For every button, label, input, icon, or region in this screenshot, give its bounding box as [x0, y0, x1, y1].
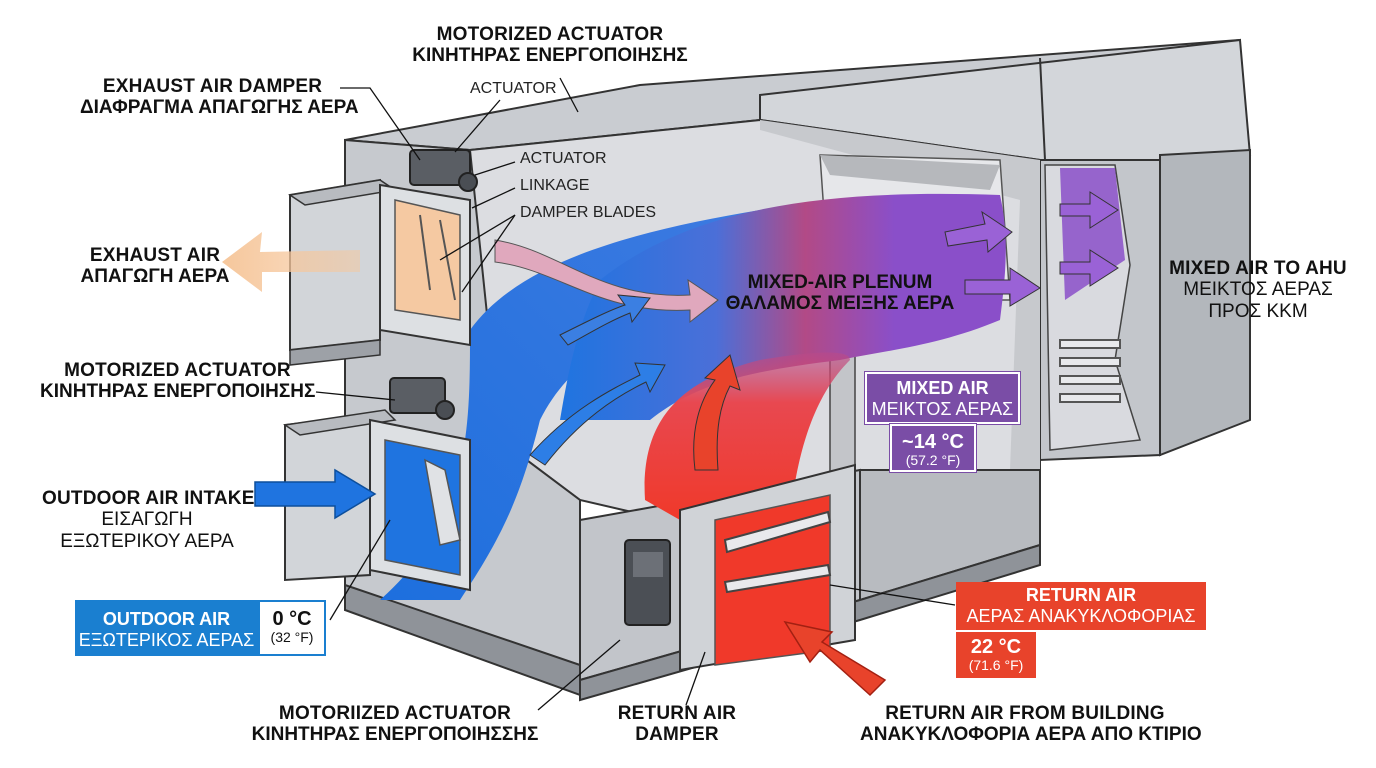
- cold-flow-arrow-2: [559, 294, 651, 346]
- exhaust-air-gr: ΑΠΑΓΩΓΗ ΑΕΡΑ: [80, 266, 230, 288]
- outdoor-air-gr: ΕΞΩΤΕΡΙΚΟΣ ΑΕΡΑΣ: [78, 629, 255, 650]
- bottom-actuator-en: MOTORIIZED ACTUATOR: [278, 703, 512, 724]
- hot-air-stream: [644, 352, 850, 520]
- return-building-en: RETURN AIR FROM BUILDING: [885, 703, 1165, 724]
- intake-actuator: [389, 377, 455, 420]
- outdoor-intake-label: OUTDOOR AIR INTAKE ΕΙΣΑΓΩΓΗ ΕΞΩΤΕΡΙΚΟΥ Α…: [42, 488, 255, 552]
- return-inlet-arrow: [783, 620, 887, 697]
- mixed-to-ahu-en: MIXED AIR TO AHU: [1169, 258, 1347, 279]
- outdoor-temp-box: 0 °C (32 °F): [258, 600, 326, 656]
- mixed-air-box: MIXED AIR ΜΕΙΚΤΟΣ ΑΕΡΑΣ: [864, 371, 1021, 425]
- plenum-en: MIXED-AIR PLENUM: [747, 272, 933, 293]
- mixed-temp-f: (57.2 °F): [905, 452, 961, 468]
- actuator-label: ACTUATOR: [520, 150, 607, 167]
- outdoor-temp: 0 °C: [272, 608, 312, 630]
- return-air-en: RETURN AIR: [1025, 585, 1137, 605]
- return-air-box: RETURN AIR ΑΕΡΑΣ ΑΝΑΚΥΚΛΟΦΟΡΙΑΣ: [956, 582, 1206, 630]
- exhaust-arrow: [222, 232, 360, 292]
- intake-arrow: [254, 468, 377, 520]
- exhaust-air-label: EXHAUST AIR ΑΠΑΓΩΓΗ ΑΕΡΑ: [80, 245, 230, 288]
- outdoor-intake-gr1: ΕΙΣΑΓΩΓΗ: [101, 509, 193, 531]
- exhaust-air-en: EXHAUST AIR: [89, 245, 221, 266]
- outdoor-air-en: OUTDOOR AIR: [102, 609, 231, 629]
- plenum-gr: ΘΑΛΑΜΟΣ ΜΕΙΞΗΣ ΑΕΡΑ: [725, 293, 955, 315]
- outdoor-temp-f: (32 °F): [270, 629, 314, 645]
- exhaust-damper-en: EXHAUST AIR DAMPER: [102, 76, 323, 97]
- return-damper-frame: [624, 463, 856, 672]
- exhaust-damper-gr: ΔΙΑΦΡΑΓΜΑ ΑΠΑΓΩΓΗΣ ΑΕΡΑ: [80, 97, 359, 119]
- return-temp-box: 22 °C (71.6 °F): [956, 632, 1036, 678]
- hot-flow-arrow: [693, 354, 741, 471]
- return-temp: 22 °C: [970, 636, 1022, 658]
- mixed-to-ahu-label: MIXED AIR TO AHU ΜΕΙΚΤΟΣ ΑΕΡΑΣ ΠΡΟΣ ΚΚΜ: [1168, 258, 1348, 322]
- bottom-actuator-gr: ΚΙΝΗΤΗΡΑΣ ΕΝΕΡΓΟΠΟΙΗΣΣΗΣ: [251, 724, 539, 746]
- mid-actuator-en: MOTORIZED ACTUATOR: [64, 360, 291, 381]
- actuator-top-label: ACTUATOR: [470, 80, 557, 97]
- return-air-gr: ΑΕΡΑΣ ΑΝΑΚΥΚΛΟΦΟΡΙΑΣ: [966, 605, 1196, 626]
- bottom-actuator-label: MOTORIIZED ACTUATOR ΚΙΝΗΤΗΡΑΣ ΕΝΕΡΓΟΠΟΙΗ…: [250, 703, 540, 746]
- return-building-gr: ΑΝΑΚΥΚΛΟΦΟΡΙΑ ΑΕΡΑ ΑΠΟ ΚΤΙΡΙΟ: [860, 724, 1202, 746]
- mixed-air-gr: ΜΕΙΚΤΟΣ ΑΕΡΑΣ: [871, 398, 1014, 419]
- mixed-air-stream: [560, 193, 1006, 420]
- mid-actuator-gr: ΚΙΝΗΤΗΡΑΣ ΕΝΕΡΓΟΠΟΙΗΣΗΣ: [40, 381, 316, 403]
- leader-lines: [315, 77, 956, 711]
- linkage-label: LINKAGE: [520, 177, 590, 194]
- casing-roof: [344, 38, 1252, 161]
- return-building-label: RETURN AIR FROM BUILDING ΑΝΑΚΥΚΛΟΦΟΡΙΑ Α…: [860, 703, 1202, 746]
- damper-blades-label: DAMPER BLADES: [520, 204, 657, 221]
- plenum-label: MIXED-AIR PLENUM ΘΑΛΑΜΟΣ ΜΕΙΞΗΣ ΑΕΡΑ: [715, 272, 965, 315]
- top-actuator-gr: ΚΙΝΗΤΗΡΑΣ ΕΝΕΡΓΟΠΟΙΗΣΗΣ: [412, 45, 688, 67]
- return-damper-label: RETURN AIR DAMPER: [612, 703, 742, 746]
- cold-flow-arrow-1: [529, 362, 666, 466]
- exhaust-duct: [288, 178, 471, 366]
- mixed-air-en: MIXED AIR: [896, 378, 989, 398]
- outdoor-intake-gr2: ΕΞΩΤΕΡΙΚΟΥ ΑΕΡΑ: [60, 530, 234, 552]
- return-temp-f: (71.6 °F): [968, 657, 1024, 673]
- return-damper-en1: RETURN AIR: [617, 703, 737, 724]
- mid-actuator-label: MOTORIZED ACTUATOR ΚΙΝΗΤΗΡΑΣ ΕΝΕΡΓΟΠΟΙΗΣ…: [40, 360, 315, 403]
- exhaust-flow-arrow: [494, 239, 719, 324]
- exhaust-actuator: [409, 149, 478, 192]
- top-actuator-en: MOTORIZED ACTUATOR: [436, 24, 664, 45]
- mixed-to-ahu-gr2: ΠΡΟΣ ΚΚΜ: [1208, 300, 1308, 322]
- top-actuator-label: MOTORIZED ACTUATOR ΚΙΝΗΤΗΡΑΣ ΕΝΕΡΓΟΠΟΙΗΣ…: [400, 24, 700, 67]
- outdoor-air-box: OUTDOOR AIR ΕΞΩΤΕΡΙΚΟΣ ΑΕΡΑΣ: [75, 600, 258, 656]
- mixed-to-ahu-gr1: ΜΕΙΚΤΟΣ ΑΕΡΑΣ: [1183, 279, 1333, 301]
- return-damper-en2: DAMPER: [635, 724, 719, 746]
- casing-right-section: [1039, 148, 1251, 462]
- exhaust-damper-label: EXHAUST AIR DAMPER ΔΙΑΦΡΑΓΜΑ ΑΠΑΓΩΓΗΣ ΑΕ…: [80, 76, 359, 119]
- mixed-temp: ~14 °C: [902, 431, 964, 453]
- mixed-temp-box: ~14 °C (57.2 °F): [889, 423, 977, 473]
- outdoor-intake-en: OUTDOOR AIR INTAKE: [42, 488, 255, 509]
- mixed-flow-arrows: [944, 191, 1119, 307]
